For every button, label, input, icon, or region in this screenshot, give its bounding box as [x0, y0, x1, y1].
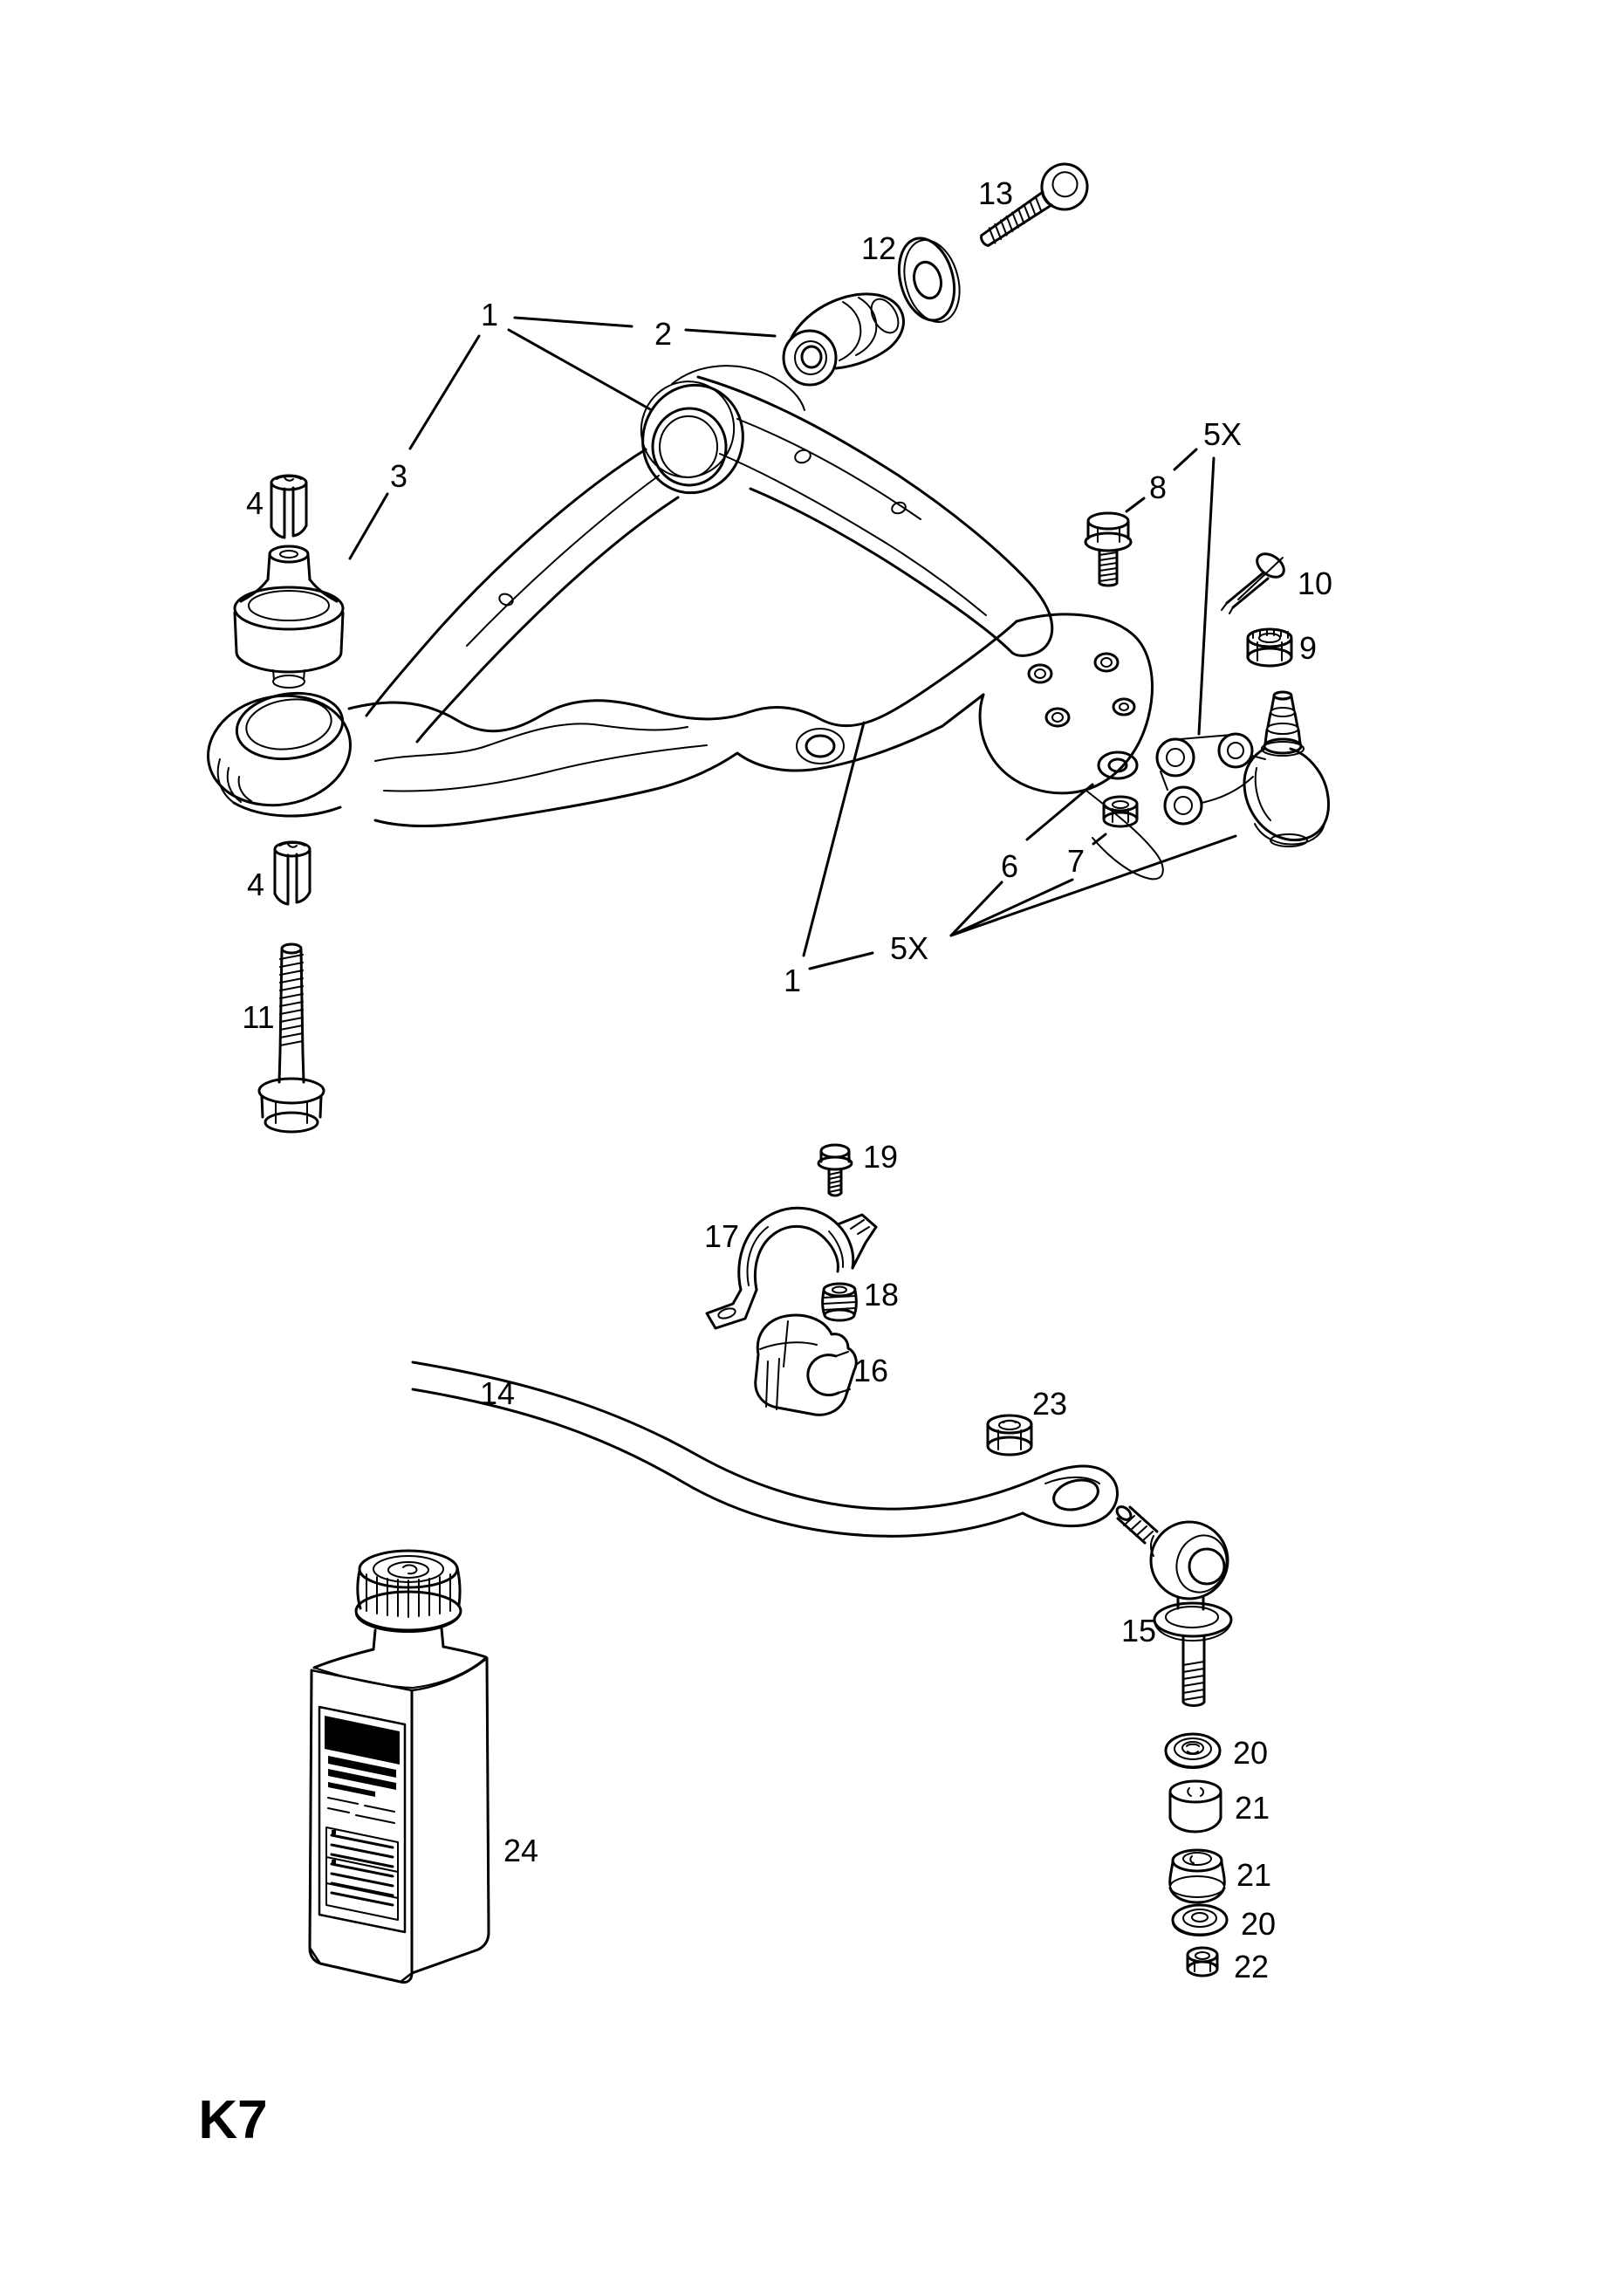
callout-4-top: 4 — [246, 485, 264, 521]
sheet-code: K7 — [198, 2090, 267, 2150]
callout-1-bottom: 1 — [784, 963, 801, 998]
part-bolt-11 — [257, 942, 325, 1134]
callout-22: 22 — [1234, 1949, 1269, 1984]
part-grommet-18 — [821, 1282, 858, 1322]
callout-13: 13 — [978, 175, 1013, 211]
callout-3: 3 — [390, 458, 407, 494]
callout-21-top: 21 — [1235, 1790, 1270, 1826]
part-bolt-8 — [1084, 511, 1133, 587]
callout-5x-bottom: 5X — [890, 930, 928, 966]
part-cotter-pin-10 — [1221, 552, 1285, 614]
part-bolt-19 — [817, 1143, 853, 1197]
part-washer-6 — [1097, 750, 1139, 780]
part-bushing-21-bottom — [1168, 1848, 1226, 1904]
callout-1-top: 1 — [481, 297, 498, 332]
callout-21-bottom: 21 — [1236, 1857, 1271, 1893]
callout-16: 16 — [853, 1353, 888, 1388]
callout-10: 10 — [1298, 565, 1332, 601]
callout-20-bottom: 20 — [1241, 1906, 1276, 1942]
part-control-arm-lower — [207, 613, 1164, 881]
part-washer-20-bottom — [1171, 1903, 1229, 1936]
callout-19: 19 — [863, 1139, 898, 1175]
callout-17: 17 — [704, 1218, 739, 1254]
part-bushing-21-top — [1168, 1779, 1222, 1833]
callout-5x-top: 5X — [1203, 416, 1242, 452]
part-bushing-3 — [233, 545, 345, 689]
part-bushing-16 — [754, 1313, 858, 1416]
part-link-15 — [1115, 1505, 1233, 1707]
callout-18: 18 — [864, 1277, 899, 1312]
callout-24: 24 — [503, 1833, 538, 1868]
callout-7: 7 — [1067, 843, 1085, 879]
callout-14: 14 — [480, 1375, 515, 1411]
part-ball-joint-5x — [1155, 690, 1331, 847]
callout-4-bottom: 4 — [247, 867, 264, 902]
part-washer-20-top — [1164, 1732, 1222, 1769]
part-control-arm-upper — [365, 365, 1054, 744]
callout-12: 12 — [861, 230, 896, 266]
part-nut-23 — [986, 1414, 1033, 1456]
part-clamp-17 — [705, 1206, 878, 1330]
callout-8: 8 — [1149, 469, 1167, 505]
part-castle-nut-9 — [1246, 627, 1293, 668]
callout-6: 6 — [1001, 848, 1018, 884]
part-nut-22 — [1186, 1946, 1219, 1977]
part-nut-7 — [1102, 795, 1139, 828]
callout-2: 2 — [654, 316, 672, 352]
callout-23: 23 — [1032, 1386, 1067, 1422]
callout-15: 15 — [1121, 1613, 1156, 1648]
part-bushing-2 — [782, 292, 905, 387]
part-stabilizer-bar-14 — [411, 1360, 1119, 1538]
part-bottle-24 — [308, 1549, 490, 1984]
part-clip-4-bottom — [273, 840, 312, 906]
part-washer-12 — [897, 236, 961, 324]
part-clip-4-top — [270, 474, 308, 539]
callout-11: 11 — [242, 999, 274, 1035]
leader-lines — [348, 316, 1237, 970]
part-bolt-13 — [980, 162, 1089, 247]
diagram-art — [207, 162, 1331, 1984]
callout-20-top: 20 — [1233, 1735, 1268, 1771]
callout-9: 9 — [1299, 630, 1317, 666]
